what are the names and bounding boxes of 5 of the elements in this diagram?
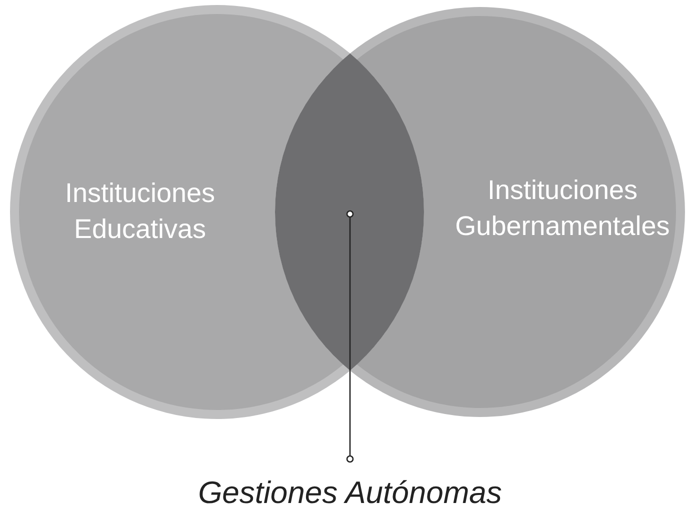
circle-label: Instituciones Gubernamentales (445, 172, 680, 244)
leader-line (346, 210, 354, 463)
callout-label: Gestiones Autónomas (150, 475, 550, 511)
circle-label: Instituciones Educativas (40, 175, 240, 247)
overlap-region (275, 53, 424, 371)
